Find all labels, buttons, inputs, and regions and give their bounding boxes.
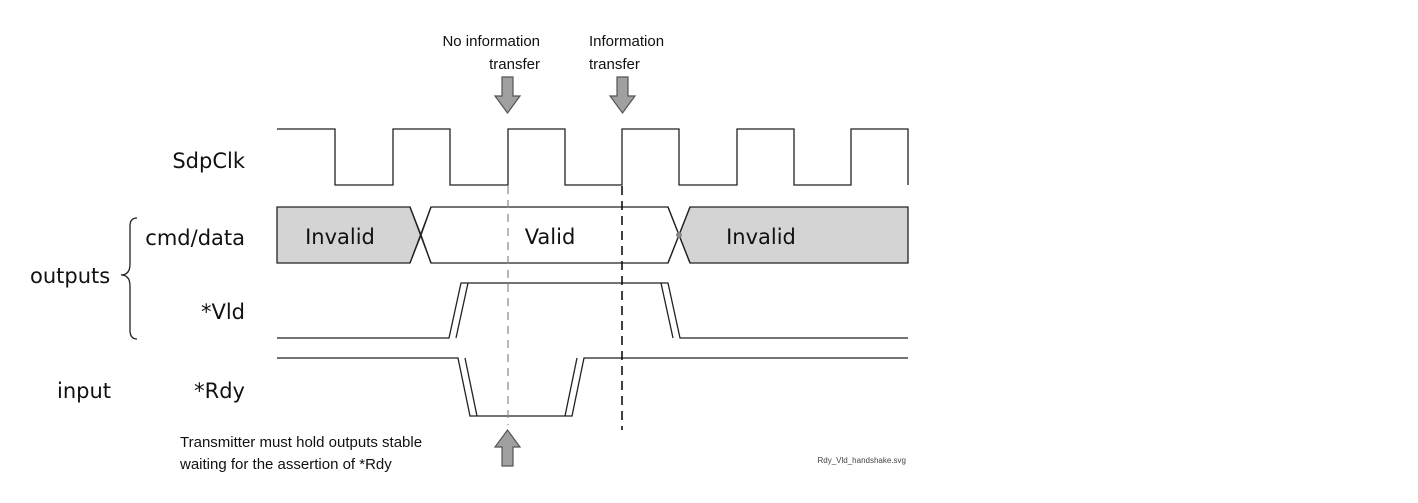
vld-waveform-edge-shadow (455, 282, 674, 339)
signal-label-cmd-data: cmd/data (145, 226, 245, 250)
signal-label-sdpclk: SdpClk (172, 149, 245, 173)
signal-label-rdy: *Rdy (194, 379, 245, 403)
outputs-brace-icon (120, 217, 138, 340)
cmd-data-invalid-right-label: Invalid (726, 225, 796, 249)
cmd-data-valid-label: Valid (525, 225, 576, 249)
info-transfer-label-line1: Information (589, 33, 664, 50)
cmd-data-crossing-dot (676, 232, 682, 238)
info-transfer-label-line2: transfer (589, 56, 640, 73)
diagram-filename-caption: Rdy_Vld_handshake.svg (817, 456, 906, 465)
hold-outputs-up-arrow-icon (493, 428, 522, 467)
no-info-transfer-label-line1: No information (442, 33, 540, 50)
rdy-waveform (277, 357, 908, 417)
sdpclk-waveform (277, 128, 909, 186)
group-label-outputs: outputs (30, 264, 110, 288)
cmd-data-transition-left-edge (409, 206, 432, 264)
hold-outputs-note-line1: Transmitter must hold outputs stable (180, 434, 422, 451)
hold-outputs-note-line2: waiting for the assertion of *Rdy (179, 456, 392, 473)
rdy-waveform-edge-shadow (464, 357, 578, 417)
no-info-transfer-label-line2: transfer (489, 56, 540, 73)
vld-waveform (277, 282, 908, 339)
signal-label-vld: *Vld (201, 300, 245, 324)
group-label-input: input (57, 379, 111, 403)
no-info-transfer-down-arrow-icon (493, 76, 522, 115)
cmd-data-invalid-left-label: Invalid (305, 225, 375, 249)
info-transfer-down-arrow-icon (608, 76, 637, 115)
